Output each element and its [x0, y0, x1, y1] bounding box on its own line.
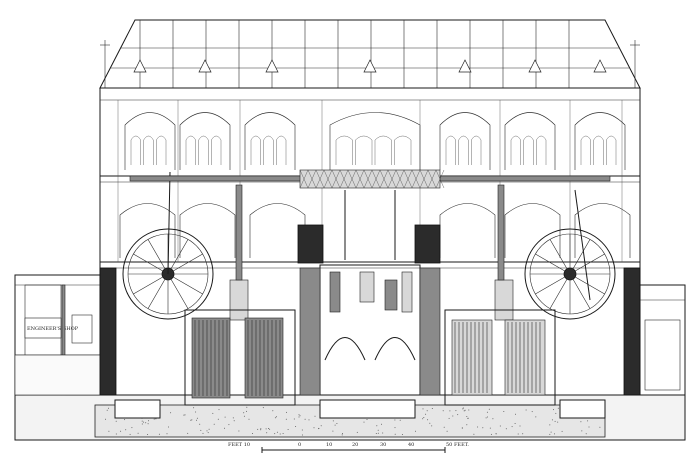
right-beam-engine [410, 176, 615, 320]
side-room-label: ENGINEER'S SHOP [27, 326, 79, 332]
roof-vent [529, 60, 541, 72]
main-building-walls [100, 88, 640, 395]
scale-tick-10: 10 [326, 442, 332, 448]
scale-left-caption: FEET 10 [228, 442, 250, 448]
right-wall-pier [624, 268, 640, 395]
center-left-pier [300, 268, 320, 395]
center-right-pier [420, 268, 440, 395]
left-pump-well [185, 310, 295, 405]
roof-vent [364, 60, 376, 72]
foundation [15, 395, 685, 440]
roof-vent [594, 60, 606, 72]
scale-tick-20: 20 [352, 442, 358, 448]
left-annex: ENGINEER'S SHOP [15, 275, 100, 395]
right-annex [640, 285, 685, 395]
roof-vent [266, 60, 278, 72]
scale-tick-40: 40 [408, 442, 414, 448]
scale-right-caption: 50 FEET. [446, 442, 469, 448]
roof-vent [199, 60, 211, 72]
left-wall-pier [100, 268, 116, 395]
roof-vent [459, 60, 471, 72]
scale-tick-30: 30 [380, 442, 386, 448]
roof-truss [100, 20, 640, 88]
scale-bar: FEET 10 0 10 20 30 40 50 FEET. [228, 442, 469, 453]
right-pump-well [445, 310, 555, 405]
roof-vent [134, 60, 146, 72]
scale-tick-0: 0 [298, 442, 301, 448]
